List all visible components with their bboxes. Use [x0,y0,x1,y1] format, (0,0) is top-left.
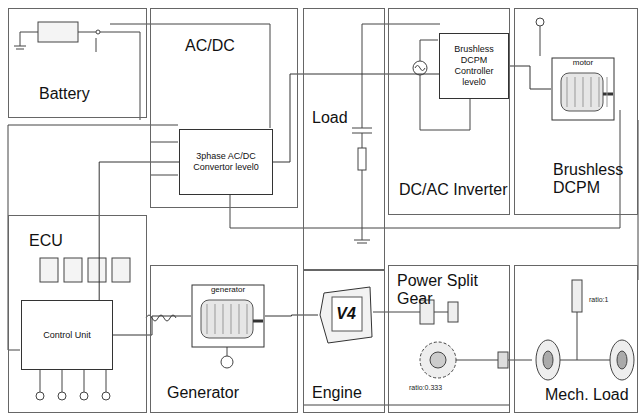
region-title: DC/AC Inverter [399,181,509,199]
mech-load-region: Mech. Load [514,265,638,413]
generator-region: Generator generator [150,265,298,413]
engine-region: Engine V4 [303,270,385,413]
controller-block: Brushless DCPM Controller level0 [439,33,509,99]
region-title: Load [312,109,372,127]
ratio-label: ratio:1 [588,296,609,304]
region-title: Mech. Load [545,386,635,404]
region-title: AC/DC [185,37,285,55]
battery-region: Battery [8,8,147,118]
gear-region: Power Split Gear [388,265,510,413]
region-title: ECU [29,232,109,250]
inverter-region: DC/AC Inverter Brushless DCPM Controller … [388,8,510,215]
load-region: Load [303,8,385,270]
ratio-label: ratio:0.333 [408,384,443,392]
wire-connector [99,162,179,300]
wire-connector [265,315,318,316]
region-title: Brushless DCPM [553,161,637,197]
block-label: motor [551,58,615,67]
block-label: V4 [318,305,374,323]
block-label: Brushless DCPM Controller level0 [440,41,508,91]
motor-symbol: motor [551,57,615,121]
region-title: Battery [39,85,139,103]
control-unit-block: Control Unit [21,300,113,370]
wire-connector [509,66,551,89]
block-label: Control Unit [40,327,94,344]
ecu-region: ECU Control Unit [8,215,147,413]
region-title: Engine [312,384,382,402]
block-label: generator [191,285,265,294]
generator-symbol: generator [191,284,265,348]
engine-symbol: V4 [318,285,374,345]
motor-region: Brushless DCPM motor [514,8,638,215]
region-title: Power Split Gear [397,272,502,308]
converter-block: 3phase AC/DC Convertor level0 [179,129,273,195]
wire-connector [113,316,191,335]
region-title: Generator [167,384,287,402]
block-label: 3phase AC/DC Convertor level0 [180,148,272,176]
acdc-region: AC/DC 3phase AC/DC Convertor level0 [150,8,298,208]
